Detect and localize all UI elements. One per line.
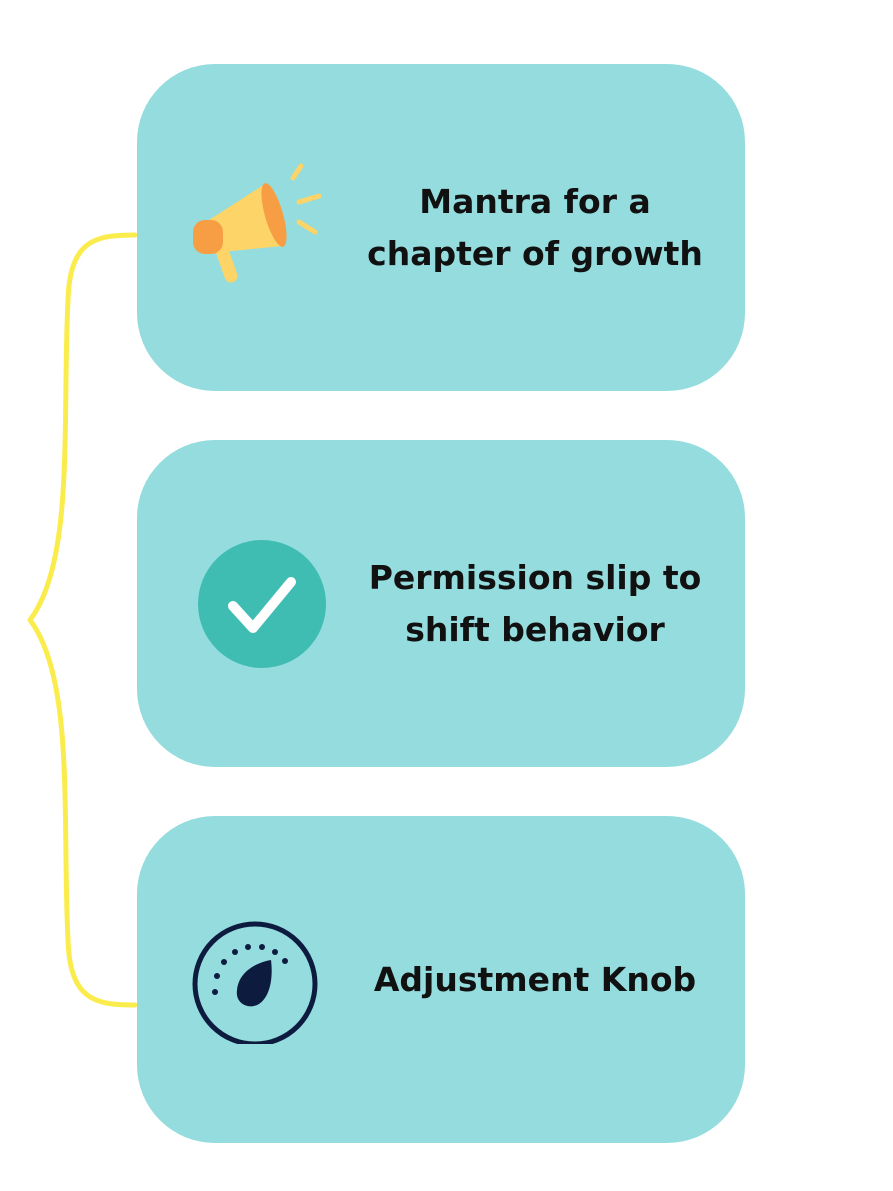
card-mantra: Mantra for a chapter of growth	[137, 64, 745, 391]
dial-knob-icon	[187, 914, 327, 1044]
card-label: Permission slip to shift behavior	[368, 557, 702, 649]
card-label: Adjustment Knob	[373, 959, 697, 999]
card-label: Mantra for a chapter of growth	[367, 181, 703, 273]
checkmark-circle-icon	[187, 538, 327, 668]
card-adjustment-knob: Adjustment Knob	[137, 816, 745, 1143]
card-permission-slip: Permission slip to shift behavior	[137, 440, 745, 767]
megaphone-icon	[187, 162, 327, 292]
